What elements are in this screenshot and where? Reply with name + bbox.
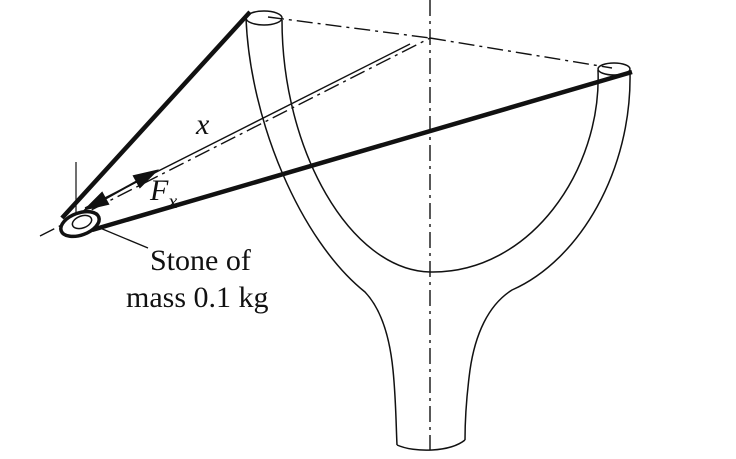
force-label-main: F bbox=[149, 174, 169, 207]
top-left-band-line bbox=[267, 16, 431, 39]
frame-outer-contour bbox=[245, 17, 398, 446]
force-label-subscript: x bbox=[167, 191, 177, 213]
frame-inner-contour bbox=[281, 19, 599, 273]
stone bbox=[59, 209, 101, 239]
stone-label-line2: mass 0.1 kg bbox=[126, 281, 269, 314]
right-rubber-band bbox=[91, 69, 633, 233]
top-right-band-line bbox=[429, 37, 613, 69]
stone-outer bbox=[59, 209, 101, 239]
stone-label-line1: Stone of bbox=[150, 244, 251, 277]
force-arrow bbox=[82, 169, 160, 211]
slingshot-frame bbox=[245, 10, 631, 451]
handle-base bbox=[396, 439, 466, 451]
force-arrow-head-start bbox=[132, 169, 160, 189]
stone-inner bbox=[71, 214, 93, 230]
force-label: Fx bbox=[149, 174, 177, 213]
frame-outer-contour-right bbox=[464, 71, 631, 441]
left-rubber-band bbox=[60, 10, 252, 220]
stone-leader-line bbox=[99, 227, 149, 249]
force-arrow-head-end bbox=[82, 191, 110, 211]
construction-lines bbox=[39, 0, 613, 450]
rubber-bands bbox=[60, 10, 633, 233]
displacement-label: x bbox=[195, 108, 210, 141]
